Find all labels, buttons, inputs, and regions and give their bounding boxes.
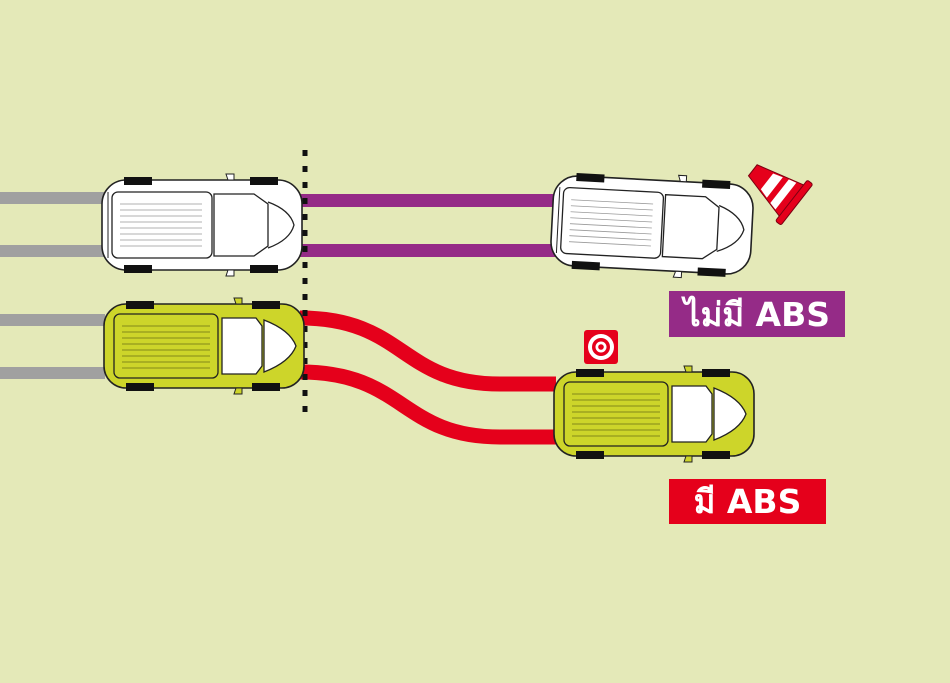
abs-path-bottom [299,364,556,445]
lime-car-end [553,365,755,463]
white-car-start [101,173,303,277]
abs-path-top [299,310,556,392]
lime-car-track-bottom [0,367,105,379]
no-abs-skid-top [300,194,556,207]
white-car-track-top [0,192,105,204]
lime-car-start [103,297,305,395]
lime-car-track-top [0,314,105,326]
traffic-cone-icon [747,164,813,225]
abs-label: มี ABS [669,479,826,524]
pre-brake-tracks [0,192,105,379]
white-car-track-bottom [0,245,105,257]
abs-braking-path [299,310,556,445]
no-abs-skid-bottom [300,244,556,257]
white-car-end [548,168,756,282]
no-abs-skid-marks [300,194,556,257]
target-icon [584,330,618,364]
no-abs-label: ไม่มี ABS [669,291,845,337]
